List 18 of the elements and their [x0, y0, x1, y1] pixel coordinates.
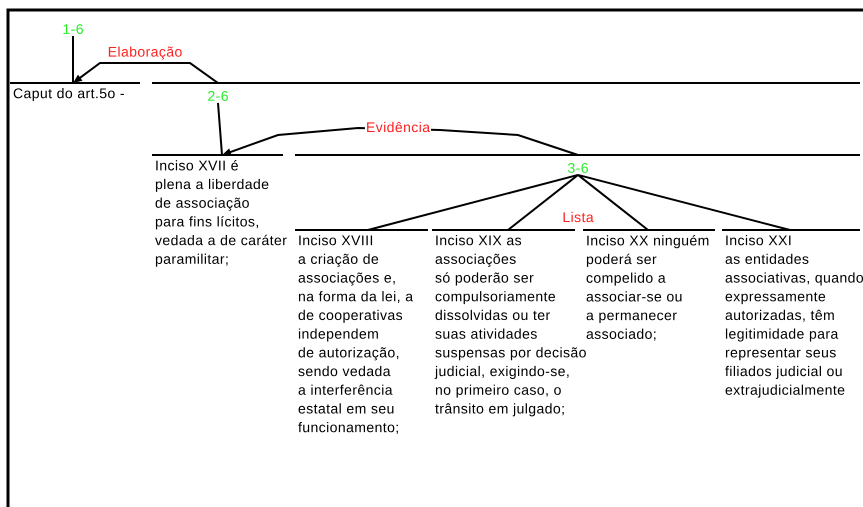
span-segment: 3-6	[295, 154, 860, 173]
relation-label: Elaboração	[106, 45, 184, 61]
span-segment: 2-6	[152, 82, 860, 101]
span-label: 1-6	[64, 24, 83, 34]
text-segment: Inciso XXI as entidades associativas, quando expressamente autorizadas, têm legitimidade para representar seus filiados judicial ou extrajudicialmente	[722, 229, 863, 398]
text-segment: Inciso XVII é plena a liberdade de associação para fins lícitos, vedada a de caráter paramilitar;	[152, 154, 287, 267]
relation-label: Lista	[561, 210, 595, 224]
text-segment: Inciso XVIII a criação de associações e, na forma da lei, a de cooperativas independem de autorização, sendo vedada a interferência estatal em seu funcionamento;	[295, 229, 428, 434]
text-segment: Inciso XIX as associações só poderão ser compulsoriamente dissolvidas ou ter suas atividades suspensas por decisão judicial, exigindo-se, no primeiro caso, o trânsito em julgado;	[432, 229, 586, 416]
span-line	[368, 174, 578, 231]
span-line	[217, 102, 223, 156]
span-line	[72, 36, 74, 83]
span-line	[578, 174, 790, 231]
text-segment: Caput do art.5o -	[10, 82, 140, 102]
span-line	[577, 174, 649, 231]
relation-label: Evidência	[364, 120, 432, 134]
span-line	[507, 174, 579, 231]
text-segment: Inciso XX ninguém poderá ser compelido a associar-se ou a permanecer associado;	[583, 229, 715, 341]
